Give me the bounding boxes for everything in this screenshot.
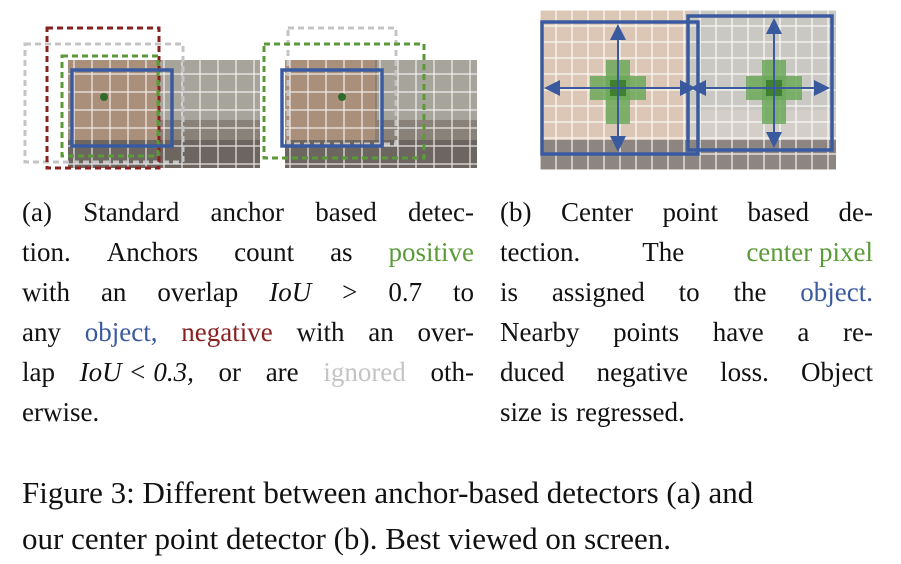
positive-term: positive <box>388 237 475 267</box>
caption-b-line-2: tection. The center pixel <box>500 232 873 272</box>
object-term: object. <box>800 277 873 307</box>
negative-anchor-box <box>45 26 161 170</box>
figure-caption: Figure 3: Different between anchor-based… <box>22 470 753 562</box>
size-arrows-right <box>690 18 830 148</box>
caption-a-line-3: with an overlap IoU > 0.7 to <box>22 277 474 307</box>
figure-caption-line-2: our center point detector (b). Best view… <box>22 521 672 556</box>
caption-b-line-4: Nearby points have a re- <box>500 317 873 347</box>
object-term: object, <box>84 317 158 347</box>
ignored-anchor-box <box>286 26 398 146</box>
figure-caption-line-1: Figure 3: Different between anchor-based… <box>22 475 754 510</box>
size-arrows-left <box>544 24 696 152</box>
ignored-anchor-box <box>23 42 185 164</box>
anchor-image-left <box>68 60 260 168</box>
caption-a-line-6: erwise. <box>22 397 100 427</box>
panel-b-figure <box>540 10 836 170</box>
ignored-term: ignored <box>323 357 406 387</box>
caption-b-line-6: size is regressed. <box>500 397 685 427</box>
caption-b: (b) Center point based de- tection. The … <box>500 192 873 432</box>
caption-b-line-3: is assigned to the object. <box>500 272 873 312</box>
positive-anchor-box <box>60 54 160 158</box>
object-box <box>280 68 384 148</box>
caption-b-line-5: duced negative loss. Object <box>500 357 873 387</box>
caption-a: (a) Standard anchor based detec- tion. A… <box>22 192 474 432</box>
object-center-dot <box>338 93 346 101</box>
caption-a-line-1: (a) Standard anchor based detec- <box>22 197 474 227</box>
caption-a-line-4: any object, negative with an over- <box>22 312 474 352</box>
center-pixel-term: center pixel <box>746 237 873 267</box>
object-box <box>70 68 174 148</box>
positive-anchor-box <box>262 42 426 160</box>
panel-a-figure <box>23 26 477 170</box>
caption-a-line-5: lap IoU < 0.3, or are ignored oth- <box>22 352 474 392</box>
caption-a-line-2: tion. Anchors count as positive <box>22 232 474 272</box>
negative-term: negative <box>181 317 273 347</box>
caption-b-line-1: (b) Center point based de- <box>500 197 873 227</box>
object-center-dot <box>100 93 108 101</box>
